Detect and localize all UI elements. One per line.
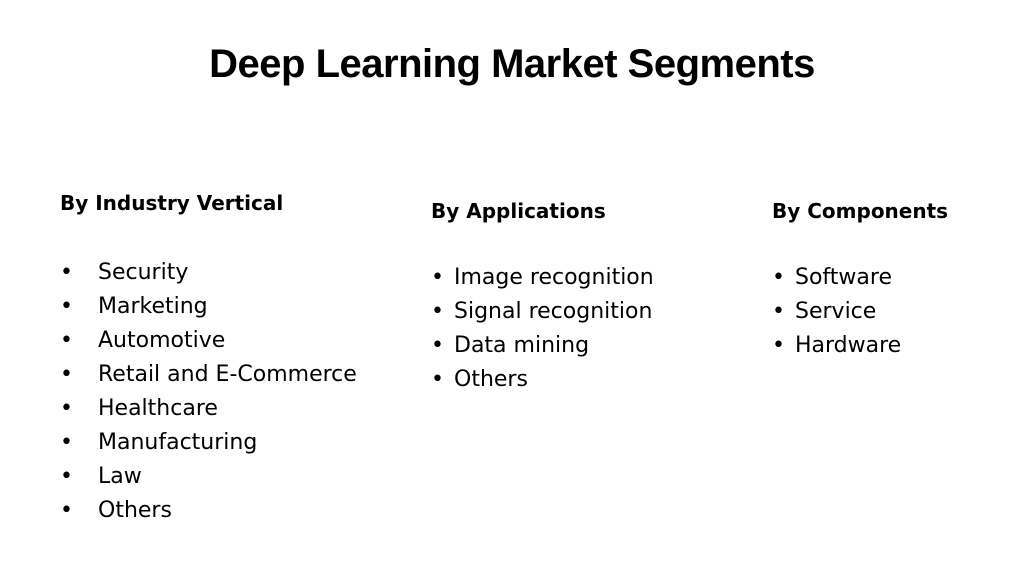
list-item-label: Signal recognition [454, 299, 653, 324]
bullet-icon: • [60, 328, 73, 353]
column-heading: By Industry Vertical [60, 191, 284, 215]
list-item-label: Software [795, 265, 892, 290]
list-item: • Healthcare [60, 392, 400, 426]
list-item-label: Law [98, 464, 142, 489]
list-item-label: Healthcare [98, 396, 218, 421]
bullet-icon: • [60, 464, 73, 489]
bullet-icon: • [431, 265, 444, 290]
list-item-label: Others [454, 367, 528, 392]
list-item: • Data mining [431, 329, 751, 363]
list-item-label: Marketing [98, 294, 208, 319]
industry-vertical-list: • Security • Marketing • Automotive • Retail… [60, 256, 400, 528]
list-item-label: Data mining [454, 333, 590, 358]
list-item-label: Others [98, 498, 172, 523]
list-item: • Signal recognition [431, 295, 751, 329]
bullet-icon: • [60, 260, 73, 285]
components-column: By Components • Software • Service • Hardwa… [772, 197, 1012, 363]
bullet-icon: • [60, 430, 73, 455]
column-heading: By Applications [431, 199, 606, 223]
industry-vertical-column: By Industry Vertical • Security • Marketin… [60, 189, 400, 528]
applications-list: • Image recognition • Signal recognition •… [431, 261, 751, 397]
components-list: • Software • Service • Hardware [772, 261, 1012, 363]
bullet-icon: • [60, 362, 73, 387]
list-item-label: Retail and E-Commerce [98, 362, 357, 387]
bullet-icon: • [772, 265, 785, 290]
list-item-label: Security [98, 260, 189, 285]
list-item: • Security [60, 256, 400, 290]
column-heading: By Components [772, 199, 949, 223]
list-item-label: Automotive [98, 328, 226, 353]
list-item: • Marketing [60, 290, 400, 324]
list-item: • Hardware [772, 329, 1012, 363]
list-item: • Image recognition [431, 261, 751, 295]
list-item: • Service [772, 295, 1012, 329]
bullet-icon: • [431, 367, 444, 392]
bullet-icon: • [60, 498, 73, 523]
applications-column: By Applications • Image recognition • Sign… [431, 197, 751, 397]
bullet-icon: • [772, 333, 785, 358]
bullet-icon: • [431, 333, 444, 358]
bullet-icon: • [431, 299, 444, 324]
list-item: • Software [772, 261, 1012, 295]
bullet-icon: • [60, 396, 73, 421]
list-item-label: Hardware [795, 333, 902, 358]
list-item: • Manufacturing [60, 426, 400, 460]
bullet-icon: • [60, 294, 73, 319]
list-item: • Automotive [60, 324, 400, 358]
list-item-label: Manufacturing [98, 430, 258, 455]
list-item: • Retail and E-Commerce [60, 358, 400, 392]
list-item: • Law [60, 460, 400, 494]
bullet-icon: • [772, 299, 785, 324]
list-item-label: Image recognition [454, 265, 654, 290]
list-item: • Others [431, 363, 751, 397]
list-item: • Others [60, 494, 400, 528]
list-item-label: Service [795, 299, 877, 324]
slide-title: Deep Learning Market Segments [209, 42, 815, 86]
